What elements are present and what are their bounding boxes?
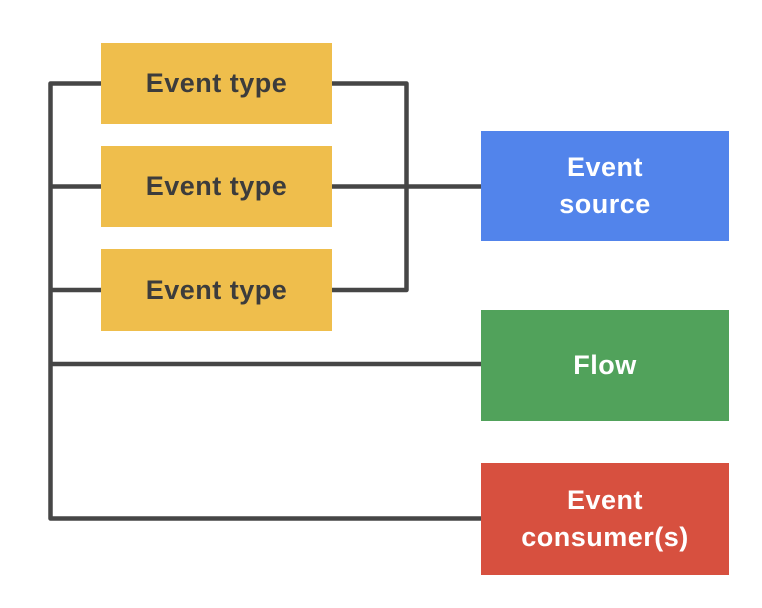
node-event-type-2: Event type (101, 146, 332, 227)
node-flow: Flow (481, 310, 729, 421)
node-event-source: Event source (481, 131, 729, 241)
node-event-type-3-label: Event type (145, 274, 288, 305)
node-event-consumers-label: Event consumer(s) (521, 485, 689, 552)
node-event-source-label: Event source (559, 152, 651, 219)
connector-left-bus (48, 81, 481, 521)
node-event-type-3: Event type (101, 249, 332, 331)
node-flow-label: Flow (573, 350, 637, 380)
node-event-type-1: Event type (101, 43, 332, 124)
node-event-type-2-label: Event type (145, 171, 288, 201)
node-event-consumers: Event consumer(s) (481, 463, 729, 575)
node-event-type-1-label: Event type (145, 68, 288, 98)
